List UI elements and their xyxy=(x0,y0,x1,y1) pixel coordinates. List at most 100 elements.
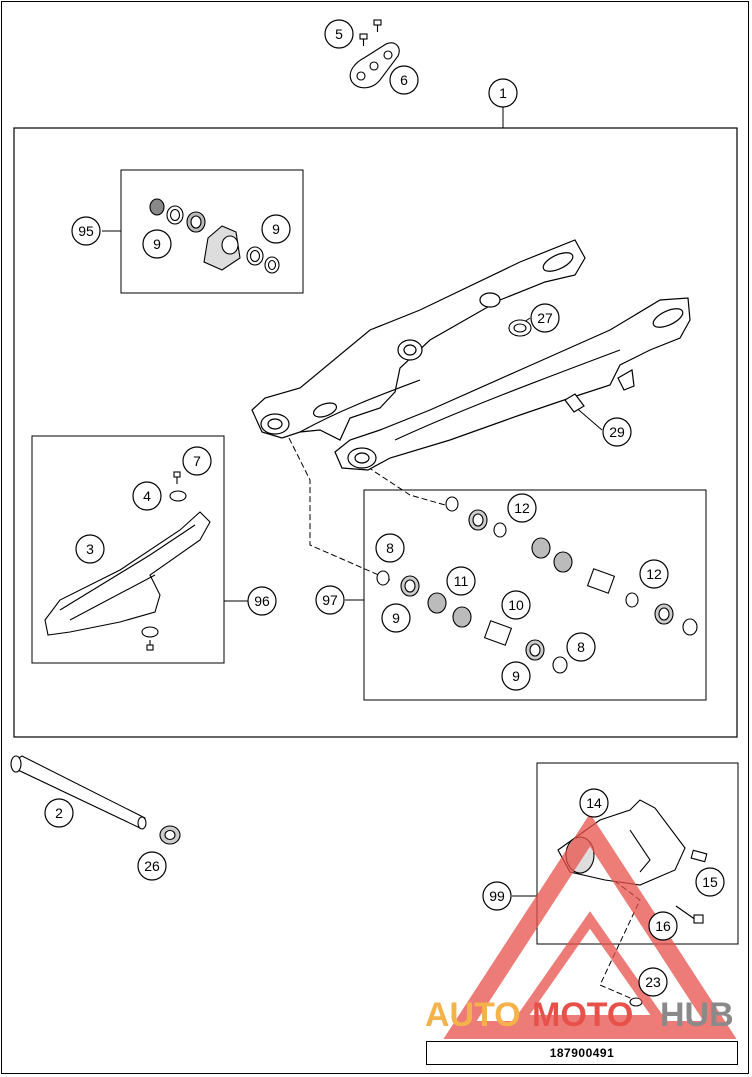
document-number: 187900491 xyxy=(549,1046,615,1060)
callout-c27: 27 xyxy=(530,303,560,333)
callout-circle xyxy=(324,19,354,49)
callout-number: 23 xyxy=(645,974,661,990)
callout-number: 26 xyxy=(144,858,160,874)
kit-96-box xyxy=(31,435,225,664)
callout-c95: 95 xyxy=(71,216,101,246)
callout-circle xyxy=(648,911,678,941)
callout-number: 1 xyxy=(499,85,507,101)
callout-number: 16 xyxy=(655,918,671,934)
callout-circle xyxy=(44,798,74,828)
callout-circle xyxy=(182,446,212,476)
callout-circle xyxy=(389,65,419,95)
callout-c29: 29 xyxy=(602,417,632,447)
callout-c96: 96 xyxy=(247,586,277,616)
callout-circle xyxy=(315,585,345,615)
callout-c97: 97 xyxy=(315,585,345,615)
callout-number: 5 xyxy=(335,26,343,42)
callout-c2: 2 xyxy=(44,798,74,828)
callout-number: 96 xyxy=(254,593,270,609)
callout-number: 4 xyxy=(143,488,151,504)
swingarm-axle-2-part xyxy=(10,755,147,830)
callout-circle xyxy=(142,229,172,259)
callout-number: 10 xyxy=(508,597,524,613)
callout-circle xyxy=(695,867,725,897)
bearing-kit-97-parts xyxy=(376,496,698,674)
callout-number: 8 xyxy=(577,639,585,655)
callout-c99: 99 xyxy=(482,881,512,911)
document-number-box: 187900491 xyxy=(426,1041,738,1065)
callout-c12b: 12 xyxy=(639,559,669,589)
callout-c23: 23 xyxy=(638,967,668,997)
callout-c5: 5 xyxy=(324,19,354,49)
callout-c26: 26 xyxy=(137,851,167,881)
callout-circle xyxy=(137,851,167,881)
callout-number: 9 xyxy=(392,610,400,626)
kit-99-box xyxy=(536,762,739,945)
callout-c15: 15 xyxy=(695,867,725,897)
callout-c9c: 9 xyxy=(381,603,411,633)
callout-circle xyxy=(501,661,531,691)
callout-c10: 10 xyxy=(501,590,531,620)
callout-circle xyxy=(639,559,669,589)
callout-number: 12 xyxy=(646,566,662,582)
callout-number: 11 xyxy=(454,573,469,589)
callout-circle xyxy=(530,303,560,333)
callout-circle xyxy=(488,78,518,108)
callout-circle xyxy=(132,481,162,511)
callout-circle xyxy=(566,632,596,662)
callout-circle xyxy=(446,566,476,596)
callout-number: 6 xyxy=(400,72,408,88)
callout-number: 8 xyxy=(386,540,394,556)
callout-circle xyxy=(261,214,291,244)
callout-number: 12 xyxy=(514,500,530,516)
callout-circle xyxy=(482,881,512,911)
callout-c12a: 12 xyxy=(507,493,537,523)
callout-c9a: 9 xyxy=(142,229,172,259)
callout-c11: 11 xyxy=(446,566,476,596)
kit-97-box xyxy=(363,489,707,701)
callout-circle xyxy=(507,493,537,523)
swingarm-part xyxy=(251,239,691,471)
callout-number: 97 xyxy=(322,592,338,608)
callout-circle xyxy=(75,534,105,564)
callout-number: 9 xyxy=(512,668,520,684)
callout-number: 14 xyxy=(586,795,602,811)
callout-c9b: 9 xyxy=(261,214,291,244)
callout-c14: 14 xyxy=(579,788,609,818)
callout-number: 15 xyxy=(702,874,718,890)
callout-circle xyxy=(71,216,101,246)
callout-c8a: 8 xyxy=(375,533,405,563)
callout-number: 7 xyxy=(193,453,201,469)
assembly-1-box xyxy=(13,127,738,738)
callout-c6: 6 xyxy=(389,65,419,95)
callout-number: 95 xyxy=(78,223,94,239)
nut-26-part xyxy=(159,825,181,845)
callout-c8b: 8 xyxy=(566,632,596,662)
callout-c4: 4 xyxy=(132,481,162,511)
callout-c16: 16 xyxy=(648,911,678,941)
callout-c7: 7 xyxy=(182,446,212,476)
bushing-kit-95-parts xyxy=(149,198,280,274)
callout-circle xyxy=(602,417,632,447)
callout-circle xyxy=(579,788,609,818)
callout-circle xyxy=(381,603,411,633)
callout-c9d: 9 xyxy=(501,661,531,691)
bracket-6-part xyxy=(349,19,400,89)
chain-slider-96-parts xyxy=(44,471,211,651)
callout-c3: 3 xyxy=(75,534,105,564)
callout-circle xyxy=(638,967,668,997)
callout-circle xyxy=(375,533,405,563)
callout-circle xyxy=(247,586,277,616)
bearing-27-part xyxy=(508,319,532,337)
callout-number: 99 xyxy=(489,888,505,904)
callout-number: 3 xyxy=(86,541,94,557)
callout-c1: 1 xyxy=(488,78,518,108)
callout-circle xyxy=(501,590,531,620)
callout-number: 2 xyxy=(55,805,63,821)
callout-number: 9 xyxy=(272,221,280,237)
callout-number: 29 xyxy=(609,424,625,440)
